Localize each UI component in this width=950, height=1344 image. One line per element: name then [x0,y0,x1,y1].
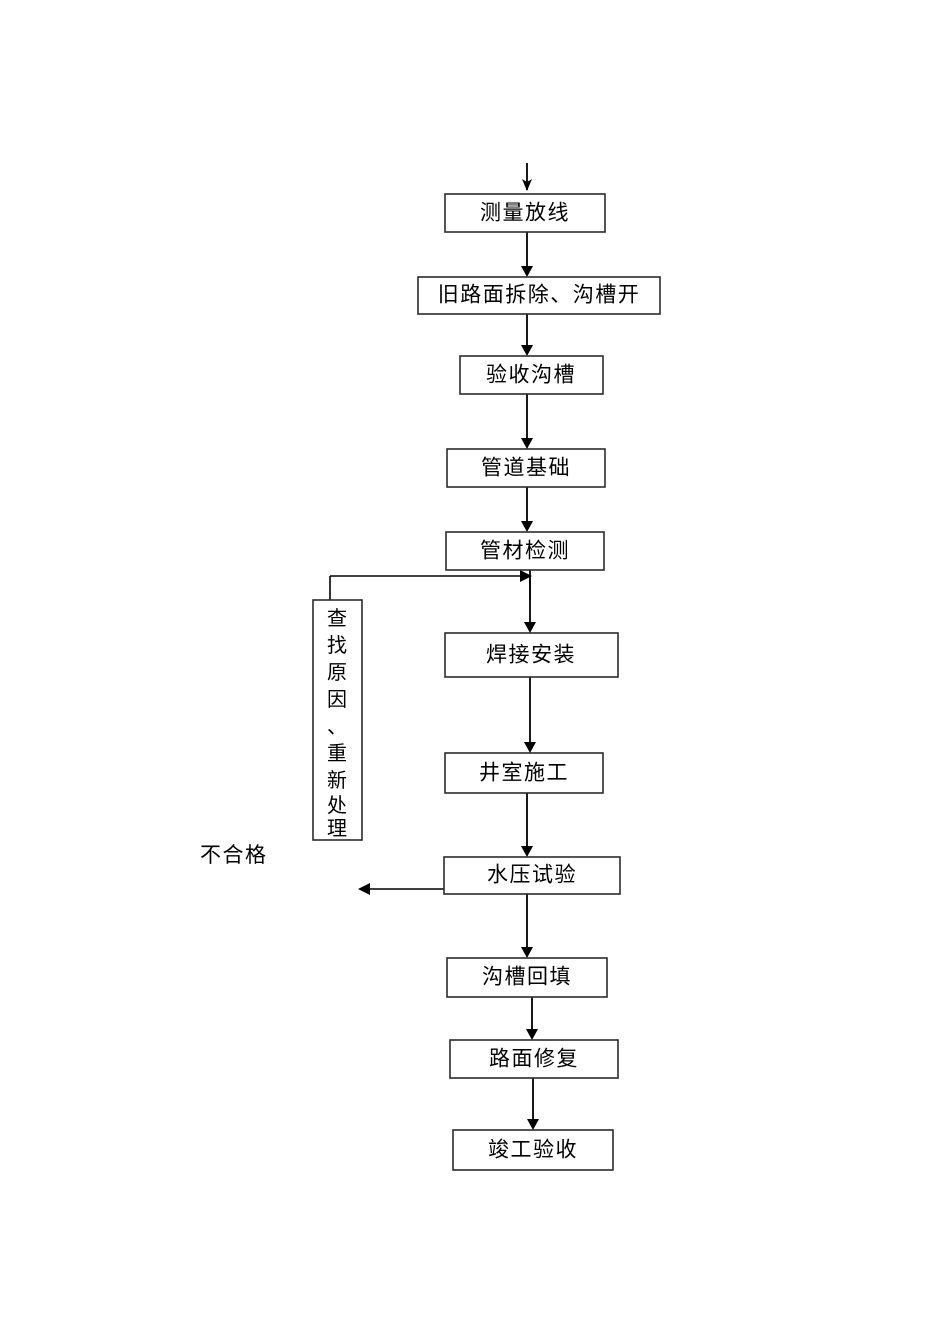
label-unqualified: 不合格 [200,843,268,867]
node-box[interactable] [444,193,606,233]
node-hydrostatic-test[interactable]: 水压试验 [443,856,621,895]
node-label: 沟槽回填 [482,965,572,989]
arrowhead-welding [524,622,536,633]
arrowhead-wellroom [524,742,536,753]
node-label: 竣工验收 [488,1138,578,1162]
node-completion-acceptance[interactable]: 竣工验收 [452,1129,614,1171]
arrowhead-rework-left [358,883,370,895]
edge-group [521,163,539,1130]
node-road-demolition-trench[interactable]: 旧路面拆除、沟槽开 [417,276,661,315]
vertical-char-2: 原 [327,660,347,684]
node-wellroom-construction[interactable]: 井室施工 [444,752,604,794]
vertical-char-6: 新 [327,768,347,792]
vertical-char-8: 理 [327,816,347,840]
node-trench-backfill[interactable]: 沟槽回填 [446,957,608,998]
node-box[interactable] [459,355,604,395]
node-box[interactable] [443,856,621,895]
node-welding-installation[interactable]: 焊接安装 [444,632,619,678]
arrowhead-pressure [521,846,533,857]
node-box[interactable] [312,599,363,841]
node-label: 焊接安装 [486,643,576,667]
node-box[interactable] [446,448,606,488]
node-label: 旧路面拆除、沟槽开 [438,283,641,307]
node-box[interactable] [444,632,619,678]
vertical-char-3: 因 [327,687,347,711]
arrowhead-material-return [520,570,532,582]
feedback-loop-group [329,570,532,895]
arrowhead-acceptance [527,1119,539,1130]
arrowhead-backfill [521,947,533,958]
node-box[interactable] [444,752,604,794]
node-box[interactable] [449,1039,619,1079]
vertical-char-7: 处 [327,793,347,817]
node-find-cause-rework[interactable]: 查 找 原 因 、 重 新 处 理 [312,599,363,841]
node-label: 管材检测 [480,539,570,563]
node-trench-acceptance[interactable]: 验收沟槽 [459,355,604,395]
arrowhead-material [521,521,533,532]
node-label: 井室施工 [479,761,569,785]
node-pipe-material-test[interactable]: 管材检测 [445,531,605,571]
node-pipe-foundation[interactable]: 管道基础 [446,448,606,488]
arrowhead-demolition [521,266,533,277]
node-box[interactable] [446,957,608,998]
vertical-char-5: 重 [327,741,347,765]
node-box[interactable] [452,1129,614,1171]
vertical-char-0: 查 [327,606,347,630]
node-label: 管道基础 [481,456,571,480]
node-label: 水压试验 [487,863,577,887]
node-measure-setout[interactable]: 测量放线 [444,193,606,233]
node-label: 路面修复 [489,1047,579,1071]
node-box[interactable] [445,531,605,571]
vertical-char-4: 、 [327,714,347,738]
node-label: 验收沟槽 [486,363,576,387]
vertical-char-1: 找 [327,633,347,657]
arrowhead-foundation [521,438,533,449]
node-label: 测量放线 [480,201,570,225]
arrowhead-roadrepair [526,1029,538,1040]
node-road-restoration[interactable]: 路面修复 [449,1039,619,1079]
node-box[interactable] [417,276,661,315]
arrowhead-inspect [521,345,533,356]
